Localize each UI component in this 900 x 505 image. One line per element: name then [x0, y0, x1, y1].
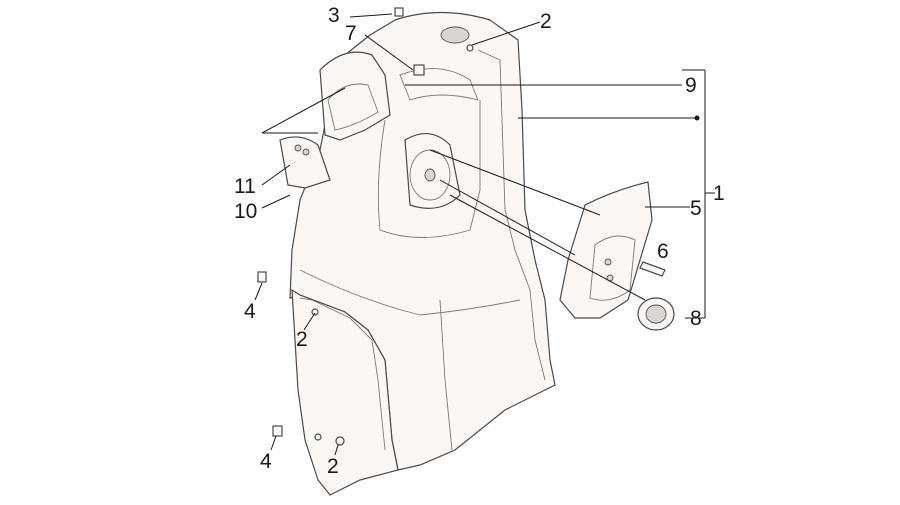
- lock-bezel-part-8: [637, 297, 675, 331]
- callout-2-bottom: 2: [327, 455, 339, 478]
- callout-4-lower: 4: [260, 450, 272, 473]
- callout-6: 6: [657, 240, 669, 263]
- callout-10: 10: [234, 200, 257, 223]
- callout-8: 8: [690, 307, 702, 330]
- callout-2-top: 2: [540, 10, 552, 33]
- clip-icon: [257, 7, 425, 437]
- left-lower-panel: [291, 288, 399, 496]
- screw-part-6: [639, 261, 666, 277]
- rear-panel-part-5: [559, 181, 653, 319]
- left-inner-panel: [319, 51, 391, 141]
- screw-icon: [311, 44, 474, 446]
- reference-dot: [694, 115, 700, 121]
- callout-2-middle: 2: [296, 328, 308, 351]
- callout-1: 1: [713, 182, 725, 205]
- callout-11: 11: [234, 175, 256, 198]
- leader-lines: [254, 13, 715, 456]
- callout-5: 5: [690, 197, 702, 220]
- callout-9: 9: [685, 74, 697, 97]
- callout-7: 7: [345, 22, 357, 45]
- callout-4-upper: 4: [244, 300, 256, 323]
- callout-labels: 3 7 2 9 1 5 6 8 11 10 4 2 4 2: [234, 4, 725, 478]
- callout-3: 3: [328, 4, 340, 27]
- small-cover-part-10-11: [279, 136, 331, 189]
